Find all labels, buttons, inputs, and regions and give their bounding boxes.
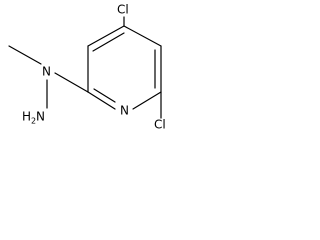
bond-c3-c4 [87,25,125,47]
bond-n1-c2 [87,91,116,110]
amine-hydrogen-label: H [22,110,31,124]
amine-subscript-label: 2 [31,117,36,126]
ring-nitrogen-label: N [120,104,129,118]
chlorine-bottom-label: Cl [154,118,166,132]
molecule-canvas: Cl Cl N N H 2 N [0,0,174,155]
methyl-nitrogen-label: N [42,65,51,79]
bond-c3-c4-inner [92,32,125,52]
chlorine-top-label: Cl [117,3,129,17]
bond-n1-c2-inner [93,88,116,103]
bond-nmethyl-ch3 [8,45,42,65]
bond-c4-c5 [123,25,162,47]
amine-nitrogen-label: N [36,110,45,124]
bond-c6-n1 [132,91,162,110]
structure-drawing: Cl Cl N N H 2 N [8,3,166,132]
bond-c2-nmethyl [54,72,89,93]
